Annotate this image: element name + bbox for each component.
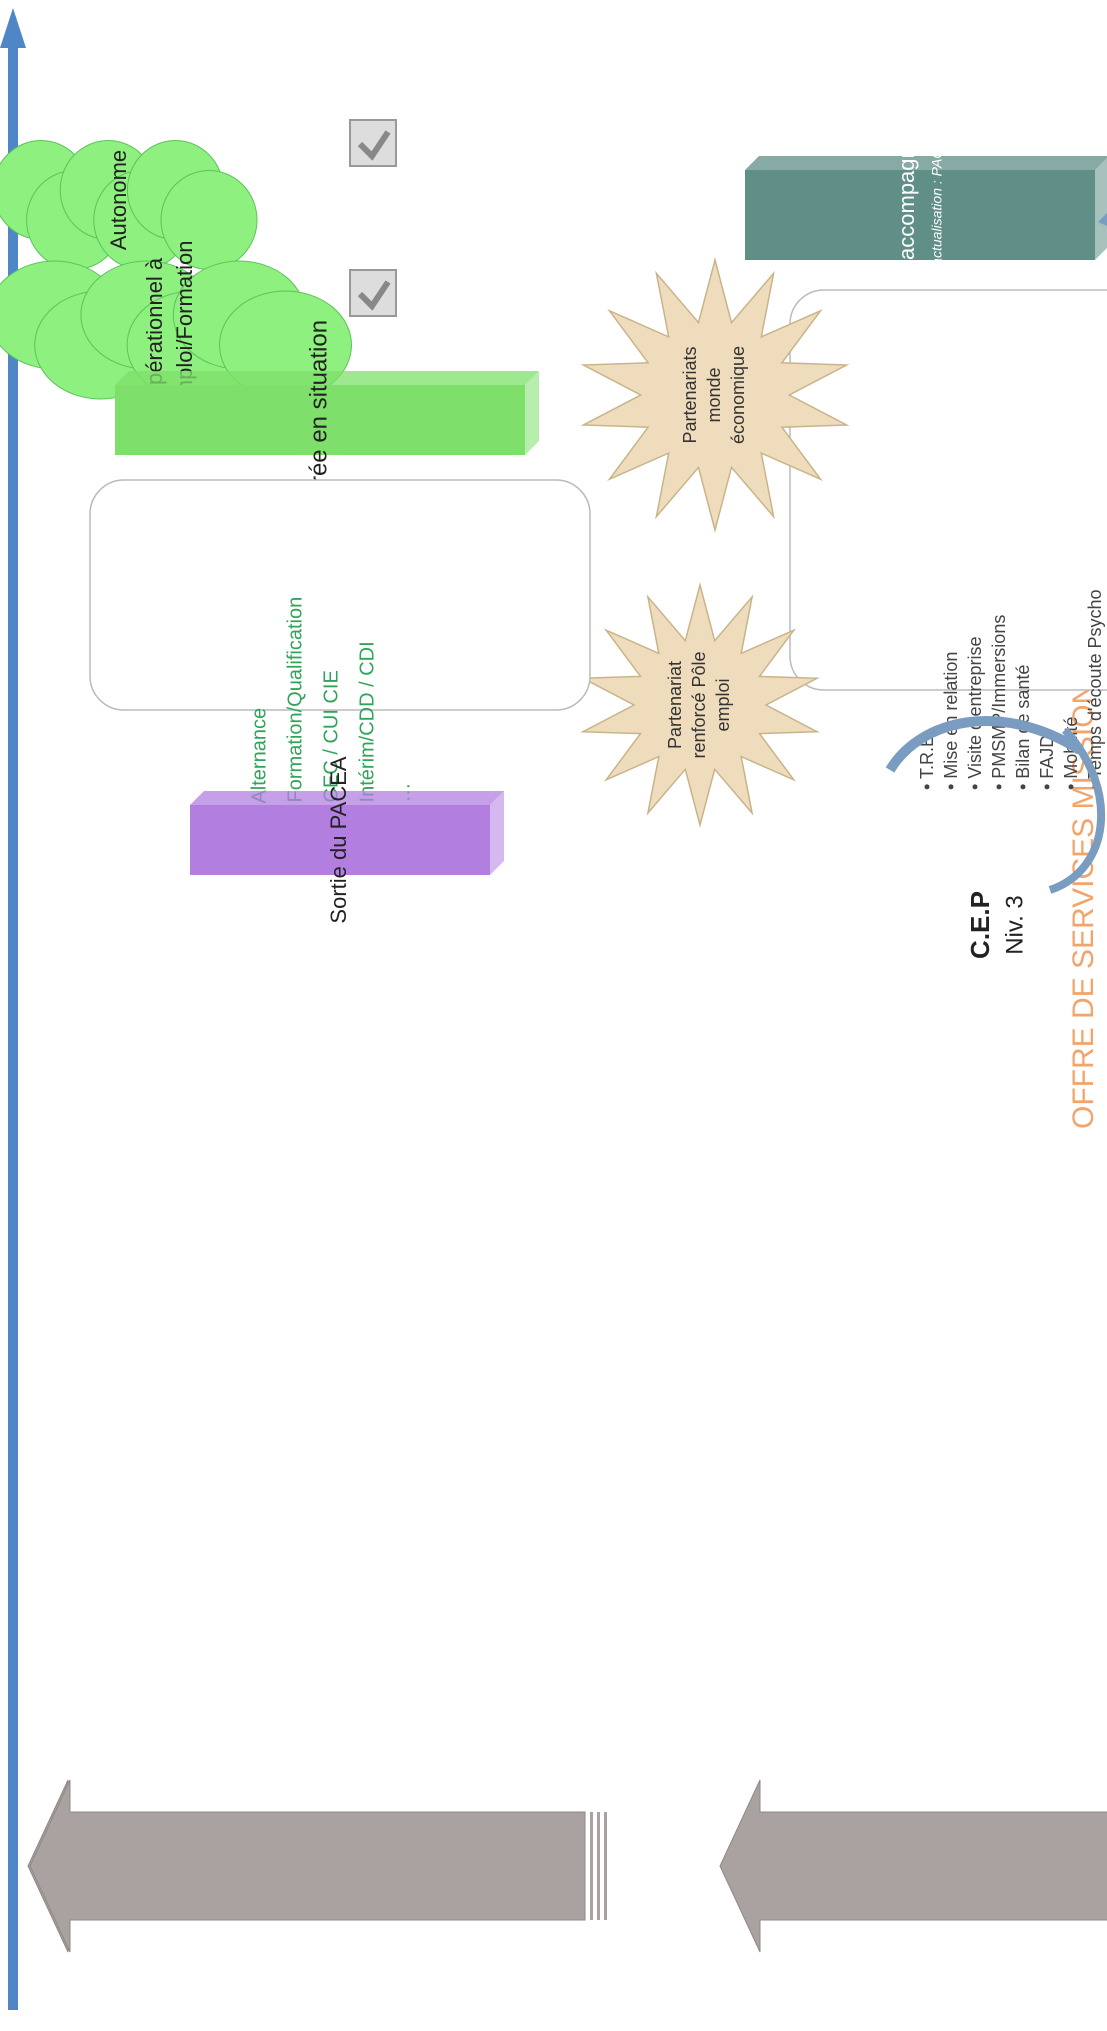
phase-box bbox=[745, 156, 1107, 260]
curve-premier-phase-head bbox=[1098, 213, 1107, 227]
check-operationnel bbox=[349, 269, 397, 317]
cep-niv3-level: Niv. 3 bbox=[1001, 895, 1028, 955]
phase-item: • Temps d'écoute Psycho bbox=[1085, 589, 1105, 790]
phase-box-face bbox=[745, 170, 1095, 260]
arrow-recherche bbox=[719, 1779, 1107, 1953]
cloud-autonome-text: Autonome bbox=[106, 150, 131, 250]
star-monde-line: monde bbox=[704, 367, 724, 422]
cloud-autonome-label: Autonome bbox=[106, 150, 131, 250]
check-operationnel-mark bbox=[357, 280, 391, 311]
timeline-arrow-head bbox=[0, 8, 26, 48]
entree-box-top bbox=[115, 371, 539, 385]
entree-box-face bbox=[115, 385, 525, 455]
sortie-box-face bbox=[190, 805, 490, 875]
entree-box bbox=[115, 371, 539, 455]
star-monde-shape bbox=[580, 257, 850, 533]
curve-espace bbox=[1048, 727, 1106, 894]
star-pole bbox=[580, 582, 820, 828]
star-pole-line: emploi bbox=[713, 678, 733, 731]
situations-box bbox=[89, 479, 591, 711]
arrow-fin-stripe bbox=[590, 1812, 593, 1920]
phase-items-box bbox=[789, 289, 1107, 691]
star-monde-line: économique bbox=[728, 346, 748, 444]
arrow-fin bbox=[29, 1779, 607, 1953]
situation-item: • Alternance bbox=[248, 708, 270, 815]
sortie-box-side bbox=[490, 791, 504, 875]
arrow-recherche-shape bbox=[719, 1779, 1107, 1953]
cloud-autonome bbox=[0, 140, 258, 270]
star-pole-line: renforcé Pôle bbox=[689, 651, 709, 758]
star-pole-line: Partenariat bbox=[665, 661, 685, 749]
phase-subtitle: Contractualisation : PACEA bbox=[929, 130, 945, 300]
star-monde bbox=[580, 257, 850, 533]
sortie-text: Sortie du PACEA bbox=[326, 756, 351, 923]
phase-item: • T.R.E bbox=[917, 735, 937, 790]
arrow-fin-shape bbox=[29, 1779, 586, 1953]
phase-item: • PMSMP/Immersions bbox=[989, 615, 1009, 790]
star-monde-line: Partenariats bbox=[680, 346, 700, 443]
sortie-box-top bbox=[190, 791, 504, 805]
arrow-fin-stripe bbox=[597, 1812, 600, 1920]
phase-item: • Visite d'entreprise bbox=[965, 637, 985, 790]
star-pole-shape bbox=[580, 582, 820, 828]
arrow-fin-stripe bbox=[604, 1812, 607, 1920]
curve-cep3 bbox=[885, 716, 1083, 773]
situation-item: • CEC / CUI CIE bbox=[320, 670, 342, 815]
check-autonome-mark bbox=[357, 130, 391, 161]
phase-box-side bbox=[1095, 158, 1107, 260]
entree-box-side bbox=[525, 371, 539, 455]
cep-niv3-label: C.E.P bbox=[965, 891, 995, 959]
phase-box-top bbox=[745, 156, 1107, 170]
check-autonome bbox=[349, 119, 397, 167]
timeline-arrow-shaft bbox=[8, 40, 18, 2010]
situations-items: • Alternance • Formation/Qualification • C… bbox=[248, 597, 414, 815]
phase-item: • FAJD bbox=[1037, 735, 1057, 790]
situation-item: • Formation/Qualification bbox=[284, 597, 306, 815]
sortie-title: Sortie du PACEA bbox=[326, 756, 351, 923]
situation-item: • Intérim/CDD / CDI bbox=[356, 641, 378, 815]
sortie-box bbox=[190, 791, 504, 875]
